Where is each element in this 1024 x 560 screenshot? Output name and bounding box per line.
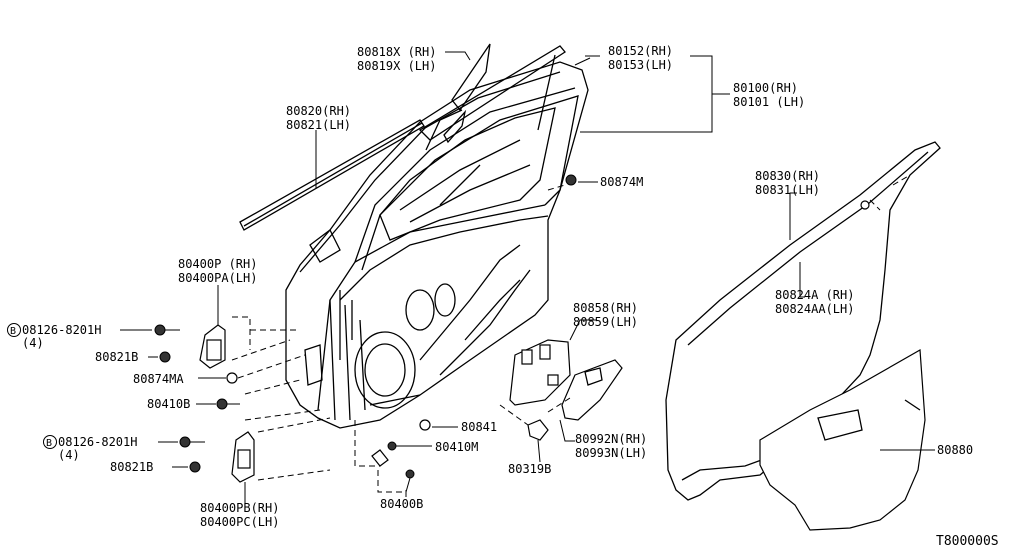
label-80410b: 80410B — [147, 397, 190, 411]
label-80824aa: 80824AA(LH) — [775, 302, 854, 316]
label-80153: 80153(LH) — [608, 58, 673, 72]
part-80858-check-link — [509, 339, 571, 406]
label-80400b: 80400B — [380, 497, 423, 511]
label-80400pa: 80400PA(LH) — [178, 271, 257, 285]
fasteners — [154, 174, 577, 493]
label-80400p: 80400P (RH) — [178, 257, 257, 271]
part-80992n-handle — [561, 359, 623, 421]
label-80400pb: 80400PB(RH) — [200, 501, 279, 515]
part-80152 — [418, 45, 566, 141]
label-80410m: 80410M — [435, 440, 478, 454]
label-80874m: 80874M — [600, 175, 643, 189]
diagram-code: T800000S — [936, 534, 999, 549]
label-80858: 80858(RH) — [573, 301, 638, 315]
label-80400pc: 80400PC(LH) — [200, 515, 279, 529]
leader-lines — [120, 51, 935, 505]
label-80821b-upper: 80821B — [95, 350, 138, 364]
label-80821b-lower: 80821B — [110, 460, 153, 474]
label-08126-lower-qty: (4) — [58, 448, 80, 462]
label-80821: 80821(LH) — [286, 118, 351, 132]
label-80100: 80100(RH) — [733, 81, 798, 95]
label-80818x: 80818X (RH) — [357, 45, 436, 59]
bolt-symbol-upper-letter: B — [10, 326, 16, 337]
part-80818x — [451, 43, 491, 112]
part-80820-molding — [239, 119, 425, 231]
label-80824a: 80824A (RH) — [775, 288, 854, 302]
label-80830: 80830(RH) — [755, 169, 820, 183]
label-80992n: 80992N(RH) — [575, 432, 647, 446]
door-shell — [285, 61, 589, 429]
label-08126-lower: 08126-8201H — [58, 435, 137, 449]
label-80819x: 80819X (LH) — [357, 59, 436, 73]
label-80859: 80859(LH) — [573, 315, 638, 329]
label-80993n: 80993N(LH) — [575, 446, 647, 460]
bolt-symbol-lower-letter: B — [46, 438, 52, 449]
label-80831: 80831(LH) — [755, 183, 820, 197]
label-80820: 80820(RH) — [286, 104, 351, 118]
bolt-symbol-lower — [43, 435, 57, 449]
label-80319b: 80319B — [508, 462, 551, 476]
part-80880-sealing-screen — [759, 349, 926, 531]
label-08126-upper-qty: (4) — [22, 336, 44, 350]
bolt-symbol-upper — [7, 323, 21, 337]
part-80400p-hinge-upper — [199, 324, 226, 369]
label-80880: 80880 — [937, 443, 973, 457]
part-80400pb-hinge-lower — [231, 431, 255, 483]
label-80841: 80841 — [461, 420, 497, 434]
label-08126-upper: 08126-8201H — [22, 323, 101, 337]
label-80152: 80152(RH) — [608, 44, 673, 58]
label-80874ma: 80874MA — [133, 372, 184, 386]
label-80101: 80101 (LH) — [733, 95, 805, 109]
assembly-dash-lines — [231, 184, 571, 493]
labels: 80818X (RH) 80819X (LH) 80152(RH) 80153(… — [7, 44, 999, 549]
